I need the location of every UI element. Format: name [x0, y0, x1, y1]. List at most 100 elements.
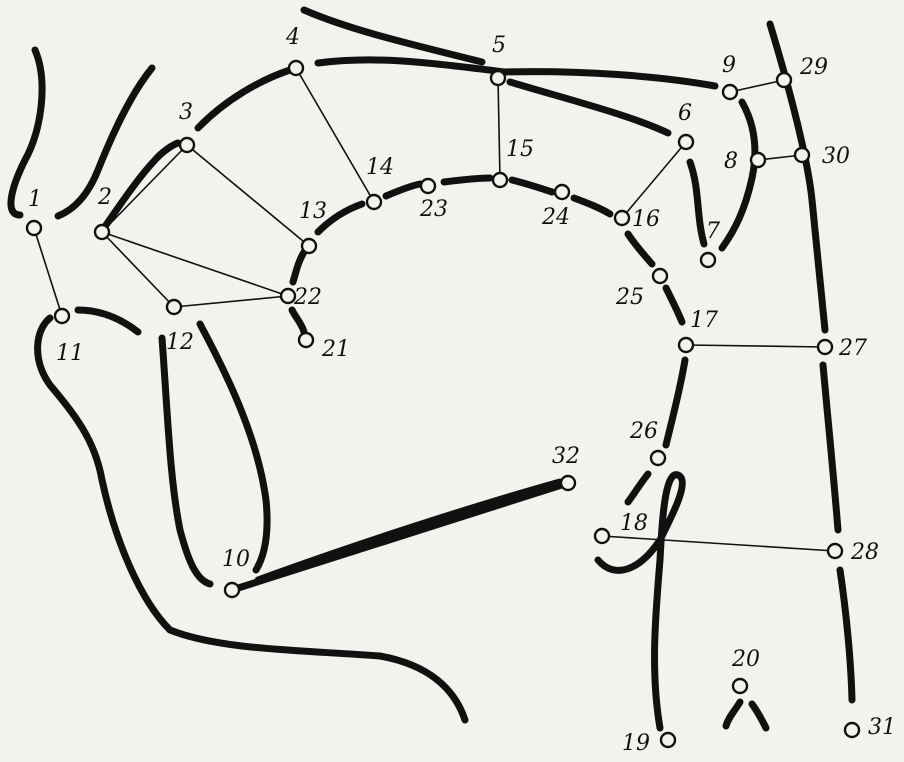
- point-label-28: 28: [850, 540, 879, 565]
- connection-10-32: [232, 483, 568, 590]
- point-label-30: 30: [822, 144, 850, 169]
- point-label-32: 32: [552, 444, 580, 469]
- point-22: 22: [281, 285, 322, 310]
- point-marker-2: [95, 225, 109, 239]
- point-marker-26: [651, 451, 665, 465]
- vocal-fold-left-contour: [726, 702, 740, 726]
- point-marker-25: [653, 269, 667, 283]
- point-label-27: 27: [838, 336, 867, 361]
- point-label-11: 11: [56, 341, 84, 366]
- lower-incisor-contour: [162, 338, 210, 584]
- lower-lip-contour: [78, 310, 138, 332]
- point-marker-30: [795, 148, 809, 162]
- point-label-20: 20: [731, 647, 760, 672]
- point-label-29: 29: [799, 55, 828, 80]
- point-label-14: 14: [366, 155, 394, 180]
- point-20: 20: [731, 647, 760, 693]
- point-label-7: 7: [706, 219, 720, 244]
- point-14: 14: [366, 155, 394, 209]
- point-label-17: 17: [690, 308, 718, 333]
- point-19: 19: [622, 731, 675, 756]
- point-marker-23: [421, 179, 435, 193]
- uvula-contour: [690, 162, 704, 244]
- point-26: 26: [629, 419, 665, 465]
- point-label-9: 9: [722, 53, 736, 78]
- point-marker-20: [733, 679, 747, 693]
- point-label-19: 19: [622, 731, 650, 756]
- tongue-front-contour: [293, 252, 304, 282]
- point-label-2: 2: [97, 185, 112, 210]
- point-label-1: 1: [28, 187, 42, 212]
- tongue-back-1-contour: [628, 234, 652, 264]
- alveolar-ridge-contour: [106, 143, 178, 225]
- point-marker-27: [818, 340, 832, 354]
- point-label-8: 8: [724, 149, 738, 174]
- point-marker-28: [828, 544, 842, 558]
- point-label-13: 13: [299, 199, 327, 224]
- connection-9-29: [730, 80, 784, 92]
- point-6: 6: [678, 101, 693, 149]
- point-label-21: 21: [321, 337, 350, 362]
- point-1: 1: [27, 187, 42, 235]
- connection-12-22: [174, 296, 288, 307]
- point-marker-31: [845, 723, 859, 737]
- point-marker-15: [493, 173, 507, 187]
- point-marker-32: [561, 476, 575, 490]
- point-marker-16: [615, 211, 629, 225]
- connection-1-11: [34, 228, 62, 316]
- connection-3-13: [187, 145, 309, 246]
- tongue-dorsum-2-contour: [386, 184, 420, 196]
- connection-18-28: [602, 536, 835, 551]
- connection-2-3: [102, 145, 187, 232]
- point-marker-12: [167, 300, 181, 314]
- pharynx-back-upper-contour: [722, 102, 755, 248]
- point-9: 9: [722, 53, 737, 99]
- point-label-22: 22: [293, 285, 322, 310]
- tongue-dorsum-3-contour: [444, 178, 490, 182]
- connection-17-27: [686, 345, 825, 347]
- point-marker-6: [679, 135, 693, 149]
- point-label-6: 6: [678, 101, 692, 126]
- point-marker-3: [180, 138, 194, 152]
- point-marker-22: [281, 289, 295, 303]
- chin-outline-contour: [38, 318, 465, 720]
- connection-4-14: [296, 68, 374, 202]
- point-marker-4: [289, 61, 303, 75]
- point-label-31: 31: [868, 715, 896, 740]
- pharyngeal-wall-low-contour: [840, 570, 852, 700]
- point-marker-10: [225, 583, 239, 597]
- point-31: 31: [845, 715, 896, 740]
- point-marker-18: [595, 529, 609, 543]
- point-25: 25: [615, 269, 667, 310]
- pharyngeal-wall-mid-contour: [823, 365, 838, 530]
- point-marker-8: [751, 153, 765, 167]
- connection-2-12: [102, 232, 174, 307]
- point-marker-13: [302, 239, 316, 253]
- vocal-fold-right-contour: [752, 704, 766, 728]
- contour-lines: [11, 10, 852, 728]
- point-label-15: 15: [506, 137, 534, 162]
- point-label-3: 3: [179, 100, 193, 125]
- epiglottis-contour: [628, 474, 648, 502]
- point-27: 27: [818, 336, 867, 361]
- tongue-dorsum-4-contour: [512, 180, 552, 192]
- point-3: 3: [179, 100, 194, 152]
- point-marker-14: [367, 195, 381, 209]
- point-label-16: 16: [632, 207, 660, 232]
- point-10: 10: [222, 547, 250, 597]
- point-label-23: 23: [419, 197, 448, 222]
- nose-top-contour: [304, 10, 482, 62]
- point-11: 11: [55, 309, 84, 366]
- point-marker-19: [661, 733, 675, 747]
- point-label-4: 4: [285, 25, 300, 50]
- point-12: 12: [166, 300, 194, 355]
- point-marker-29: [777, 73, 791, 87]
- point-21: 21: [299, 333, 350, 362]
- point-16: 16: [615, 207, 660, 232]
- tongue-back-2-contour: [666, 288, 682, 322]
- connection-2-22: [102, 232, 288, 296]
- point-marker-24: [555, 185, 569, 199]
- point-8: 8: [724, 149, 765, 174]
- point-marker-7: [701, 253, 715, 267]
